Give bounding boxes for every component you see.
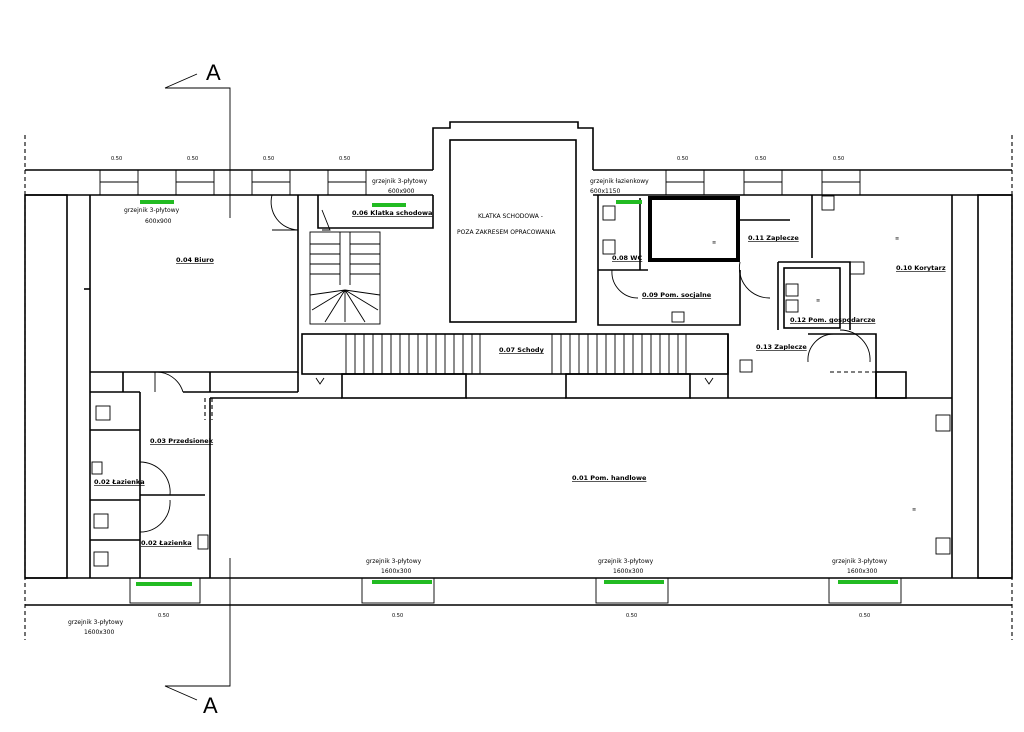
window-dims-top: 0.50 0.50 0.50 0.50 0.50 0.50 0.50 — [111, 156, 844, 162]
heater-label: grzejnik 3-płytowy — [68, 619, 124, 626]
marker: ≡ — [912, 507, 916, 513]
room-label: 0.12 Pom. gospodarcze — [790, 316, 876, 324]
heater-label: grzejnik łazienkowy — [590, 178, 649, 185]
room-0-01: 0.01 Pom. handlowe ≡ — [204, 397, 952, 578]
room-label: 0.03 Przedsionek — [150, 437, 214, 445]
heater-7: grzejnik 3-płytowy 1600x300 — [832, 558, 898, 584]
heater-size: 1600x300 — [613, 568, 643, 575]
room-0-12: 0.12 Pom. gospodarcze ≡ — [783, 267, 876, 329]
dim-label: 0.50 — [187, 156, 198, 162]
stairwell-note: KLATKA SCHODOWA - POZA ZAKRESEM OPRACOWA… — [449, 139, 577, 323]
stair-note-line1: KLATKA SCHODOWA - — [478, 213, 543, 220]
dim-label: 0.50 — [859, 613, 870, 619]
dim-label: 0.50 — [263, 156, 274, 162]
stair-note-line2: POZA ZAKRESEM OPRACOWANIA — [457, 229, 556, 236]
heater-2: grzejnik 3-płytowy 600x900 — [372, 178, 428, 207]
room-0-04: 0.04 Biuro — [84, 194, 299, 393]
heater-size: 600x1150 — [590, 188, 620, 195]
room-0-07: 0.07 Schody — [301, 333, 729, 399]
room-label: 0.13 Zaplecze — [756, 343, 807, 351]
room-label: 0.07 Schody — [499, 346, 545, 354]
window-dims-bottom: 0.50 0.50 0.50 0.50 — [158, 613, 870, 619]
outer-walls — [24, 121, 1013, 606]
heater-label: grzejnik 3-płytowy — [372, 178, 428, 185]
marker: ≡ — [895, 236, 899, 242]
heater-5: grzejnik 3-płytowy 1600x300 — [366, 558, 432, 584]
section-marker-top: A — [164, 60, 231, 218]
dim-label: 0.50 — [755, 156, 766, 162]
dim-label: 0.50 — [833, 156, 844, 162]
heater-size: 600x900 — [388, 188, 415, 195]
stair-treads-right — [560, 334, 679, 374]
heater-size: 1600x300 — [847, 568, 877, 575]
dim-label: 0.50 — [392, 613, 403, 619]
room-0-09: 0.09 Pom. socjalne 0.08 WC — [597, 195, 741, 326]
section-label-top: A — [206, 60, 221, 85]
dim-label: 0.50 — [339, 156, 350, 162]
section-label-bottom: A — [203, 693, 218, 718]
heater-size: 1600x300 — [381, 568, 411, 575]
heater-size: 600x900 — [145, 218, 172, 225]
windows-bottom — [129, 577, 902, 604]
room-label: 0.02 Łazienka — [141, 539, 192, 547]
room-label: 0.06 Klatka schodowa — [352, 209, 432, 217]
room-label: 0.02 Łazienka — [94, 478, 145, 486]
heater-3: grzejnik łazienkowy 600x1150 — [590, 178, 649, 204]
heater-label: grzejnik 3-płytowy — [598, 558, 654, 565]
room-0-10: 0.10 Korytarz ≡ — [777, 195, 946, 330]
heater-label: grzejnik 3-płytowy — [832, 558, 888, 565]
heater-size: 1600x300 — [84, 629, 114, 636]
heater-4: grzejnik 3-płytowy 1600x300 — [68, 582, 192, 636]
room-label: 0.09 Pom. socjalne — [642, 291, 712, 299]
heater-label: grzejnik 3-płytowy — [366, 558, 422, 565]
dim-label: 0.50 — [677, 156, 688, 162]
dim-label: 0.50 — [626, 613, 637, 619]
room-0-06: 0.06 Klatka schodowa — [309, 195, 434, 325]
dim-label: 0.50 — [111, 156, 122, 162]
dim-label: 0.50 — [158, 613, 169, 619]
room-label: 0.04 Biuro — [176, 256, 214, 264]
room-label: 0.10 Korytarz — [896, 264, 946, 272]
room-0-13: 0.13 Zaplecze — [727, 329, 907, 399]
marker: ≡ — [712, 240, 716, 246]
marker: ≡ — [816, 298, 820, 304]
room-0-03: 0.03 Przedsionek 0.02 Łazienka 0.02 Łazi… — [90, 392, 214, 578]
room-0-11: 0.11 Zaplecze ≡ — [712, 219, 799, 299]
windows-top — [99, 169, 861, 196]
room-label: 0.01 Pom. handlowe — [572, 474, 647, 482]
heater-1: grzejnik 3-płytowy 600x900 — [124, 200, 180, 225]
stair-treads-left — [354, 334, 473, 374]
room-label: 0.11 Zaplecze — [748, 234, 799, 242]
section-marker-bottom: A — [164, 558, 231, 718]
heater-6: grzejnik 3-płytowy 1600x300 — [598, 558, 664, 584]
room-label: 0.08 WC — [612, 254, 642, 262]
heater-label: grzejnik 3-płytowy — [124, 207, 180, 214]
